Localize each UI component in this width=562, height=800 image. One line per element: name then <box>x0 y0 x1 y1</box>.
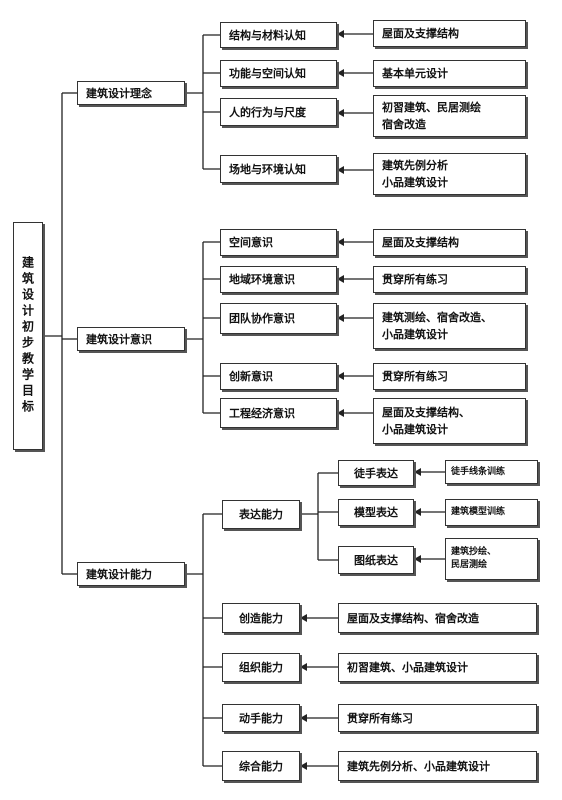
detail-line: 建筑先例分析 <box>382 159 448 172</box>
detail-line: 屋面及支撑结构、 <box>382 406 470 419</box>
arrowhead <box>414 508 421 516</box>
detail-line: 小品建筑设计 <box>382 176 448 189</box>
item-label: 创造能力 <box>239 611 283 625</box>
arrowhead <box>337 166 344 174</box>
arrowhead <box>337 409 344 417</box>
arrowhead <box>300 714 307 722</box>
item-structure-material: 结构与材料认知 <box>220 22 337 48</box>
item-label: 组织能力 <box>239 661 283 674</box>
sub-label: 徒手表达 <box>354 466 398 480</box>
detail-line: 建筑先例分析、小品建筑设计 <box>347 759 490 773</box>
detail-comprehensive-ability: 建筑先例分析、小品建筑设计 <box>338 751 537 781</box>
arrowhead <box>337 30 344 38</box>
root-node: 建筑设计初步教学目标 <box>13 222 43 450</box>
arrowhead <box>337 69 344 77</box>
detail-innovation-awareness: 贯穿所有练习 <box>373 363 526 390</box>
group-design-concept: 建筑设计理念 <box>77 81 185 105</box>
item-space-awareness: 空间意识 <box>220 229 337 256</box>
item-label: 工程经济意识 <box>229 406 295 420</box>
item-innovation-awareness: 创新意识 <box>220 363 337 390</box>
detail-line: 贯穿所有练习 <box>347 711 413 725</box>
sub-label: 图纸表达 <box>354 553 398 567</box>
detail-line: 小品建筑设计 <box>382 328 448 341</box>
item-label: 综合能力 <box>239 759 283 773</box>
detail-line: 小品建筑设计 <box>382 423 448 436</box>
detail-line: 建筑模型训练 <box>451 507 506 517</box>
arrowhead <box>337 275 344 283</box>
arrowhead <box>337 109 344 117</box>
detail-line: 屋面及支撑结构 <box>382 236 459 249</box>
item-organizing-ability: 组织能力 <box>222 653 300 682</box>
item-label: 空间意识 <box>229 236 273 249</box>
detail-site-environment: 建筑先例分析小品建筑设计 <box>373 153 526 195</box>
item-economics-awareness: 工程经济意识 <box>220 398 337 428</box>
detail-structure-material: 屋面及支撑结构 <box>373 20 526 47</box>
detail-line: 民居测绘 <box>451 560 488 570</box>
detail-model-expression: 建筑模型训练 <box>445 499 538 526</box>
detail-economics-awareness: 屋面及支撑结构、小品建筑设计 <box>373 398 526 444</box>
detail-line: 屋面及支撑结构 <box>382 27 459 40</box>
arrowhead <box>300 663 307 671</box>
arrowhead <box>300 614 307 622</box>
item-label: 人的行为与尺度 <box>229 105 306 119</box>
item-creative-ability: 创造能力 <box>222 603 300 633</box>
arrowhead <box>337 372 344 380</box>
detail-function-space: 基本单元设计 <box>373 60 526 87</box>
item-comprehensive-ability: 综合能力 <box>222 751 300 781</box>
item-expression-ability: 表达能力 <box>222 500 300 529</box>
item-label: 团队协作意识 <box>229 312 295 325</box>
detail-creative-ability: 屋面及支撑结构、宿舍改造 <box>338 603 537 633</box>
sub-freehand-expression: 徒手表达 <box>338 460 414 486</box>
detail-line: 初習建筑、小品建筑设计 <box>347 661 468 674</box>
detail-line: 屋面及支撑结构、宿舍改造 <box>347 611 479 625</box>
detail-freehand-expression: 徒手线条训练 <box>445 460 538 484</box>
item-label: 结构与材料认知 <box>229 28 306 42</box>
item-teamwork-awareness: 团队协作意识 <box>220 303 337 334</box>
detail-organizing-ability: 初習建筑、小品建筑设计 <box>338 653 537 682</box>
arrowhead <box>414 555 421 563</box>
detail-line: 贯穿所有练习 <box>382 273 448 286</box>
detail-line: 徒手线条训练 <box>451 466 506 477</box>
detail-regional-awareness: 贯穿所有练习 <box>373 266 526 293</box>
detail-line: 宿舍改造 <box>382 118 426 131</box>
detail-line: 建筑抄绘、 <box>451 547 497 557</box>
item-regional-awareness: 地域环境意识 <box>220 266 337 293</box>
group-label: 建筑设计意识 <box>86 332 152 346</box>
arrowhead <box>414 468 421 476</box>
arrowhead <box>300 762 307 770</box>
sub-label: 模型表达 <box>354 506 398 519</box>
item-label: 动手能力 <box>239 711 283 725</box>
group-design-ability: 建筑设计能力 <box>77 562 185 586</box>
item-hands-on-ability: 动手能力 <box>222 704 300 732</box>
item-label: 地域环境意识 <box>229 273 295 286</box>
item-function-space: 功能与空间认知 <box>220 60 337 87</box>
item-label: 功能与空间认知 <box>229 67 306 80</box>
item-label: 场地与环境认知 <box>229 162 306 176</box>
arrowhead <box>337 238 344 246</box>
item-label: 表达能力 <box>239 508 283 521</box>
arrowhead <box>337 314 344 322</box>
detail-space-awareness: 屋面及支撑结构 <box>373 229 526 256</box>
sub-model-expression: 模型表达 <box>338 499 414 526</box>
detail-line: 贯穿所有练习 <box>382 370 448 383</box>
detail-hands-on-ability: 贯穿所有练习 <box>338 704 537 732</box>
detail-behavior-scale: 初習建筑、民居测绘宿舍改造 <box>373 95 526 137</box>
detail-line: 初習建筑、民居测绘 <box>382 101 481 114</box>
item-label: 创新意识 <box>229 370 273 383</box>
item-behavior-scale: 人的行为与尺度 <box>220 98 337 126</box>
detail-teamwork-awareness: 建筑测绘、宿舍改造、小品建筑设计 <box>373 303 526 349</box>
item-site-environment: 场地与环境认知 <box>220 155 337 183</box>
group-design-awareness: 建筑设计意识 <box>77 327 185 351</box>
sub-drawing-expression: 图纸表达 <box>338 546 414 574</box>
detail-line: 建筑测绘、宿舍改造、 <box>382 311 492 324</box>
group-label: 建筑设计能力 <box>86 567 152 581</box>
group-label: 建筑设计理念 <box>86 86 152 100</box>
detail-drawing-expression: 建筑抄绘、民居测绘 <box>445 538 538 580</box>
detail-line: 基本单元设计 <box>382 67 448 80</box>
